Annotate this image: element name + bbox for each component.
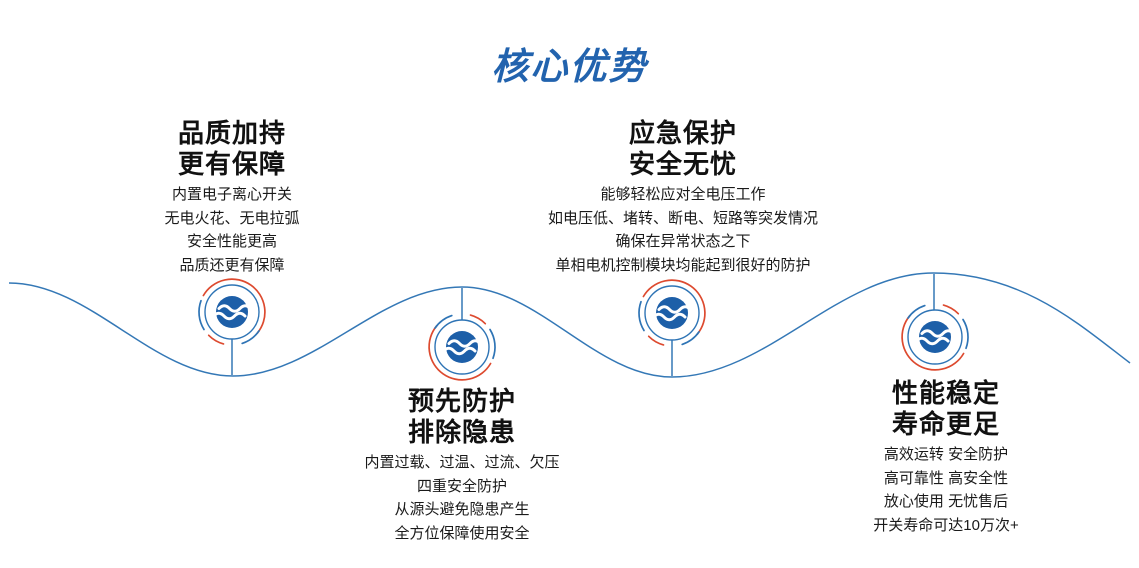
feature-body-line: 内置过载、过温、过流、欠压 [364,454,560,471]
feature-body: 高效运转 安全防护 高可靠性 高安全性 放心使用 无忧售后 开关寿命可达10万次… [746,443,1139,537]
feature-heading-line: 安全无忧 [628,149,737,179]
feature-body-line: 如电压低、堵转、断电、短路等突发情况 [547,209,818,227]
feature-heading-line: 品质加持 [177,118,286,148]
brand-wave-badge-icon [901,304,969,371]
brand-wave-badge-icon [428,314,496,381]
feature-body-line: 品质还更有保障 [179,256,285,274]
feature-heading: 应急保护 安全无忧 [483,118,883,180]
feature-heading-line: 应急保护 [628,118,737,148]
feature-body: 内置电子离心开关 无电火花、无电拉弧 安全性能更高 品质还更有保障 [32,183,432,277]
feature-body-line: 开关寿命可达10万次+ [873,516,1019,534]
feature-body-line: 高可靠性 高安全性 [883,469,1009,487]
feature-heading-line: 预先防护 [407,386,516,416]
feature-emergency-protection: 应急保护 安全无忧 能够轻松应对全电压工作 如电压低、堵转、断电、短路等突发情况… [483,118,883,277]
brand-wave-badge-icon [198,278,266,345]
feature-heading-line: 排除隐患 [407,417,516,447]
feature-body-line: 能够轻松应对全电压工作 [600,186,766,203]
wave-line [8,272,1131,378]
feature-body-line: 确保在异常状态之下 [615,233,751,250]
feature-heading: 预先防护 排除隐患 [262,386,662,448]
feature-body-line: 安全性能更高 [186,233,277,250]
feature-body-line: 全方位保障使用安全 [394,524,530,542]
page-title: 核心优势 [491,46,648,87]
feature-body-line: 单相电机控制模块均能起到很好的防护 [555,256,811,274]
feature-heading-line: 寿命更足 [891,409,1000,439]
feature-body-line: 放心使用 无忧售后 [883,493,1009,510]
feature-body: 能够轻松应对全电压工作 如电压低、堵转、断电、短路等突发情况 确保在异常状态之下… [483,183,883,277]
brand-wave-badge-icon [638,279,706,346]
feature-body: 内置过载、过温、过流、欠压 四重安全防护 从源头避免隐患产生 全方位保障使用安全 [262,451,662,545]
feature-heading: 性能稳定 寿命更足 [746,378,1139,440]
feature-body-line: 从源头避免隐患产生 [394,501,530,518]
feature-quality: 品质加持 更有保障 内置电子离心开关 无电火花、无电拉弧 安全性能更高 品质还更… [32,118,432,277]
feature-body-line: 无电火花、无电拉弧 [164,209,300,227]
feature-body-line: 内置电子离心开关 [171,186,292,203]
feature-heading: 品质加持 更有保障 [32,118,432,180]
feature-body-line: 四重安全防护 [416,477,507,495]
feature-stable-performance: 性能稳定 寿命更足 高效运转 安全防护 高可靠性 高安全性 放心使用 无忧售后 … [746,378,1139,537]
feature-heading-line: 性能稳定 [891,378,1000,408]
feature-preventive-protection: 预先防护 排除隐患 内置过载、过温、过流、欠压 四重安全防护 从源头避免隐患产生… [262,386,662,545]
feature-heading-line: 更有保障 [177,149,286,179]
feature-body-line: 高效运转 安全防护 [883,446,1009,463]
